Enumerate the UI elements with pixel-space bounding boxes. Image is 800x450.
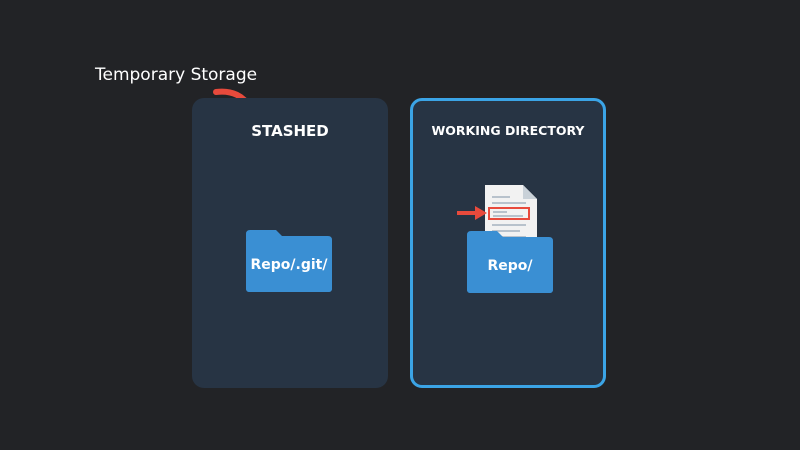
stashed-panel: STASHED Repo/.git/ [192, 98, 388, 388]
working-directory-panel: WORKING DIRECTORY Repo/ [410, 98, 606, 388]
folder-icon [246, 230, 332, 292]
stashed-folder: Repo/.git/ [246, 230, 332, 292]
arrow-right-icon [457, 206, 487, 220]
folder-label-stashed: Repo/.git/ [250, 257, 328, 273]
folder-label-working: Repo/ [487, 258, 533, 274]
panel-title-working: WORKING DIRECTORY [431, 123, 585, 138]
panel-title-stashed: STASHED [251, 122, 329, 140]
folder-icon [467, 231, 553, 293]
working-folder: Repo/ [467, 231, 553, 293]
annotation-label: Temporary Storage [95, 65, 258, 85]
